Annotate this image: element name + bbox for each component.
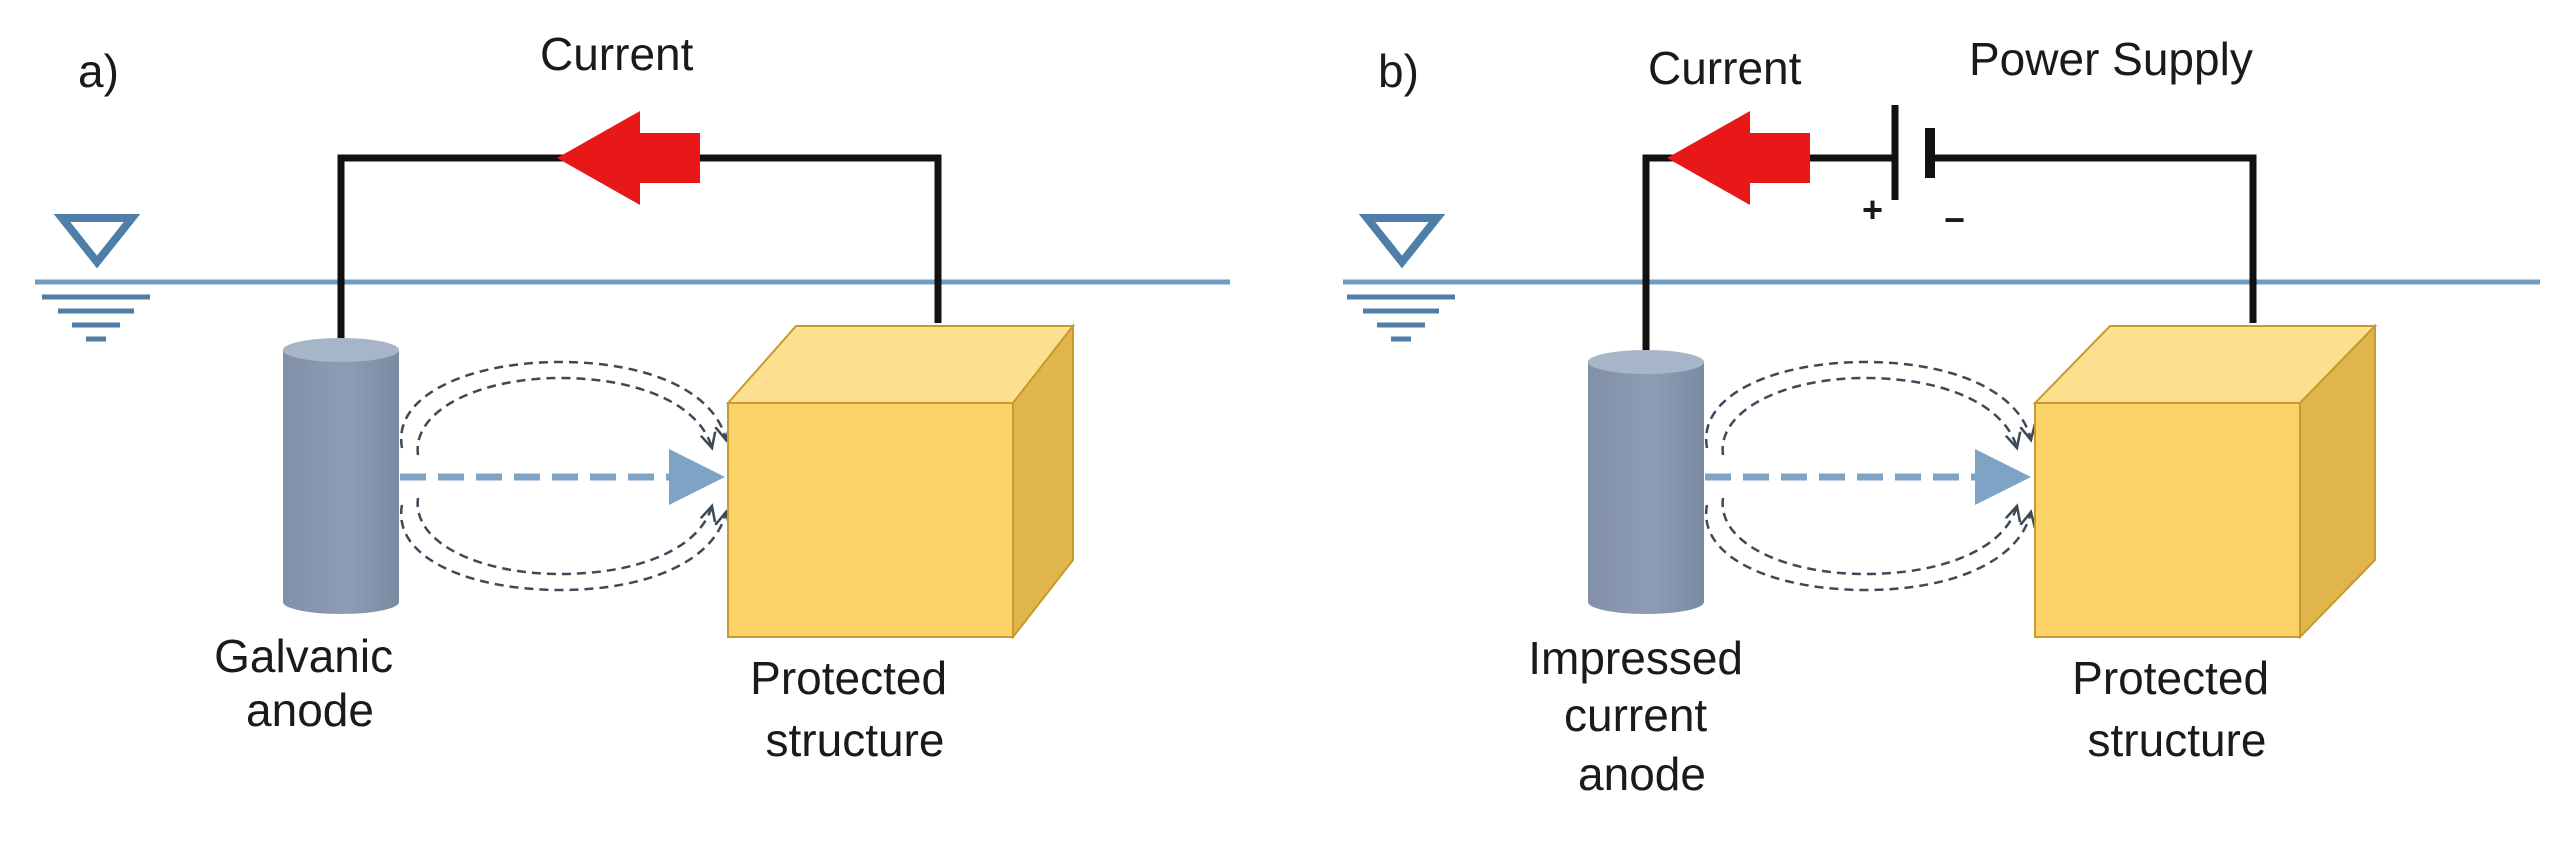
impressed-current-anode — [1588, 350, 1704, 614]
power-supply-label: Power Supply — [1969, 33, 2253, 85]
wire-b-right — [1932, 154, 2257, 323]
panel-a-label: a) — [78, 45, 119, 97]
water-level-icon-b — [1347, 214, 1455, 342]
impressed-current-anode-label: Impressed current anode — [1528, 632, 1756, 800]
protected-structure-label-b: Protected structure — [2072, 652, 2282, 766]
protected-structure-cube-b — [2032, 323, 2378, 640]
current-field-loops-a — [399, 360, 726, 592]
galvanic-anode — [283, 338, 399, 614]
panel-b-label: b) — [1378, 45, 1419, 97]
galvanic-anode-label: Galvanic anode — [214, 630, 406, 736]
current-field-loops-b — [1704, 360, 2031, 592]
protected-structure-label-a: Protected structure — [750, 652, 960, 766]
protected-structure-cube-a — [725, 323, 1076, 640]
panel-b: b) + − Current Power Supply — [1343, 33, 2540, 800]
water-level-icon-a — [42, 214, 150, 342]
current-arrow-icon-a — [557, 111, 700, 205]
current-label-b: Current — [1648, 42, 1802, 94]
panel-a: a) Current — [35, 28, 1230, 766]
current-label-a: Current — [540, 28, 694, 80]
power-supply-battery-icon — [1891, 105, 1935, 200]
wire-b-left — [1642, 154, 1893, 355]
current-arrow-icon-b — [1667, 111, 1810, 205]
minus-sign: − — [1944, 199, 1965, 240]
plus-sign: + — [1862, 189, 1883, 230]
